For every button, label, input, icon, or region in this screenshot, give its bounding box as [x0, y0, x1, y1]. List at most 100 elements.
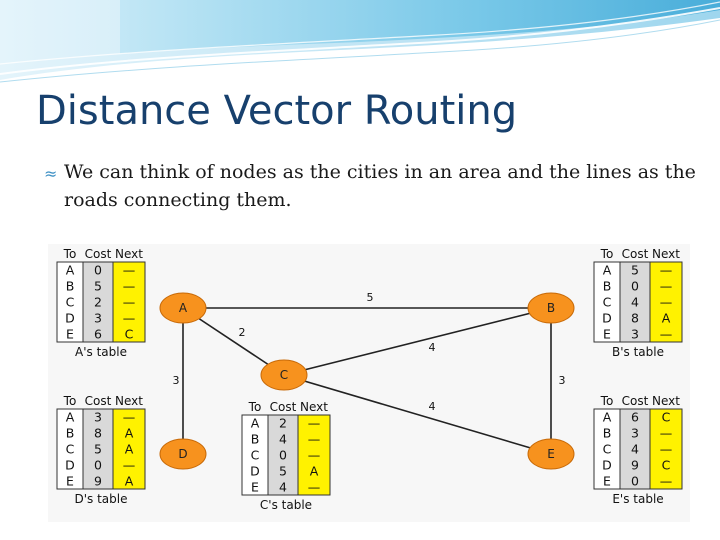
- header-wave-decoration: [0, 0, 720, 83]
- edge-cost-label: 2: [239, 326, 246, 339]
- table-cell: A: [603, 263, 612, 278]
- table-caption: B's table: [612, 345, 664, 359]
- table-caption: E's table: [612, 492, 663, 506]
- table-cell: B: [603, 279, 612, 294]
- table-cell: —: [660, 327, 673, 342]
- table-cell: —: [308, 480, 321, 495]
- table-column-header: Cost: [622, 247, 649, 261]
- table-next-column: [112, 261, 146, 343]
- table-cell: C: [251, 448, 260, 463]
- table-cell: —: [308, 448, 321, 463]
- node-b: [527, 292, 575, 324]
- table-cell: 4: [279, 432, 287, 447]
- edge-cost-label: 3: [173, 374, 180, 387]
- table-cell: E: [66, 327, 74, 342]
- table-cell: B: [66, 279, 75, 294]
- table-cell: 9: [94, 474, 102, 489]
- table-column-header: Cost: [270, 400, 297, 414]
- table-cell: A: [603, 410, 612, 425]
- table-cell: —: [660, 426, 673, 441]
- table-cell: D: [602, 311, 612, 326]
- table-cell: —: [308, 416, 321, 431]
- table-column-header: Next: [300, 400, 328, 414]
- node-label: A: [179, 301, 188, 315]
- table-to-column: [241, 414, 269, 496]
- table-cell: 3: [631, 327, 639, 342]
- table-cell: 3: [94, 410, 102, 425]
- table-cost-column: [82, 261, 114, 343]
- table-cell: E: [603, 327, 611, 342]
- table-column-header: Cost: [622, 394, 649, 408]
- edge-cost-label: 4: [429, 400, 436, 413]
- table-cell: 9: [631, 458, 639, 473]
- table-cell: 0: [94, 458, 102, 473]
- table-cell: C: [66, 442, 75, 457]
- table-cell: 2: [94, 295, 102, 310]
- table-column-header: To: [63, 247, 77, 261]
- table-cell: C: [662, 458, 671, 473]
- table-cell: 4: [279, 480, 287, 495]
- node-a: [159, 292, 207, 324]
- table-cell: C: [66, 295, 75, 310]
- table-cell: A: [125, 442, 134, 457]
- table-cell: C: [603, 295, 612, 310]
- table-cell: 0: [94, 263, 102, 278]
- table-cell: A: [125, 474, 134, 489]
- table-column-header: Next: [115, 394, 143, 408]
- table-column-header: To: [600, 247, 614, 261]
- table-cell: E: [603, 474, 611, 489]
- table-cell: A: [310, 464, 319, 479]
- table-cell: —: [123, 279, 136, 294]
- table-cell: 5: [279, 464, 287, 479]
- table-cell: 4: [631, 295, 639, 310]
- table-cell: 0: [631, 474, 639, 489]
- bullet-text: We can think of nodes as the cities in a…: [64, 161, 696, 211]
- table-cell: D: [250, 464, 260, 479]
- table-cell: B: [603, 426, 612, 441]
- table-cell: C: [125, 327, 134, 342]
- diagram-panel: [48, 244, 690, 522]
- table-cell: A: [662, 311, 671, 326]
- table-cell: C: [662, 410, 671, 425]
- table-column-header: To: [248, 400, 262, 414]
- node-label: C: [280, 368, 288, 382]
- table-to-column: [56, 408, 84, 490]
- table-caption: C's table: [260, 498, 312, 512]
- table-cell: B: [251, 432, 260, 447]
- node-label: E: [547, 447, 555, 461]
- table-cell: A: [66, 263, 75, 278]
- table-cell: —: [123, 311, 136, 326]
- table-cell: C: [603, 442, 612, 457]
- table-cell: A: [66, 410, 75, 425]
- table-cell: 0: [279, 448, 287, 463]
- table-cell: 4: [631, 442, 639, 457]
- edge-cost-label: 5: [367, 291, 374, 304]
- table-cell: 8: [631, 311, 639, 326]
- table-cell: E: [66, 474, 74, 489]
- table-to-column: [593, 408, 621, 490]
- table-cell: —: [660, 295, 673, 310]
- table-cell: D: [65, 458, 75, 473]
- table-cell: —: [660, 279, 673, 294]
- table-cell: D: [65, 311, 75, 326]
- table-column-header: Cost: [85, 247, 112, 261]
- table-cell: B: [66, 426, 75, 441]
- table-column-header: To: [63, 394, 77, 408]
- node-e: [527, 438, 575, 470]
- table-cell: E: [251, 480, 259, 495]
- table-column-header: Cost: [85, 394, 112, 408]
- table-cell: 3: [94, 311, 102, 326]
- table-cell: —: [308, 432, 321, 447]
- table-column-header: Next: [652, 247, 680, 261]
- node-d: [159, 438, 207, 470]
- table-next-column: [649, 408, 683, 490]
- edge-c-e: [283, 374, 552, 455]
- table-cell: D: [602, 458, 612, 473]
